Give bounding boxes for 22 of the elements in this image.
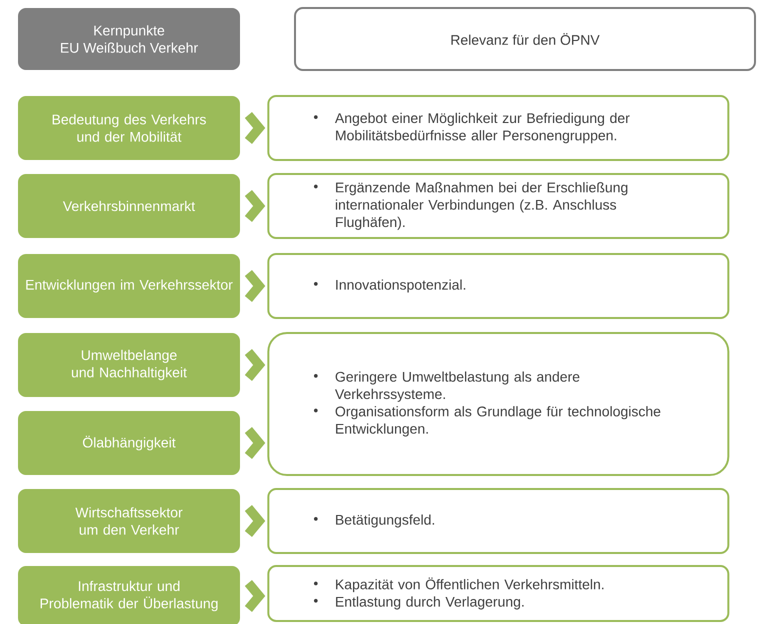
chevron-arrow [244, 190, 266, 222]
topic-box: Verkehrsbinnenmarkt [18, 174, 240, 238]
relevance-box: Betätigungsfeld. [267, 488, 730, 554]
topic-box: Infrastruktur und Problematik der Überlastung [18, 566, 240, 624]
chevron-arrow [244, 427, 266, 459]
topic-box: Entwicklungen im Verkehrssektor [18, 254, 240, 318]
chevron-arrow [244, 270, 266, 302]
topic-box: Umweltbelange und Nachhaltigkeit [18, 333, 240, 397]
chevron-arrow [244, 349, 266, 381]
relevance-box: Kapazität von Öffentlichen Verkehrsmitteln. Entlastung durch Verlagerung. [267, 565, 730, 622]
header-box: Relevanz für den ÖPNV [294, 7, 756, 71]
relevance-box: Angebot einer Möglichkeit zur Befriedigung der Mobilitätsbedürfnisse aller Personengruppen. [267, 95, 730, 161]
chevron-arrow [244, 112, 266, 144]
chevron-arrow [244, 580, 266, 612]
relevance-box: Innovationspotenzial. [267, 253, 730, 319]
topic-box: Ölabhängigkeit [18, 411, 240, 475]
header-box: Kernpunkte EU Weißbuch Verkehr [18, 8, 240, 70]
topic-box: Bedeutung des Verkehrs und der Mobilität [18, 96, 240, 160]
relevance-box: Geringere Umweltbelastung als andere Verkehrssysteme. Organisationsform als Grundlage für technologische Entwicklungen. [267, 332, 730, 476]
topic-box: Wirtschaftssektor um den Verkehr [18, 489, 240, 553]
relevance-box: Ergänzende Maßnahmen bei der Erschließung internationaler Verbindungen (z.B. Anschluss Flughäfen). [267, 173, 730, 239]
chevron-arrow [244, 505, 266, 537]
